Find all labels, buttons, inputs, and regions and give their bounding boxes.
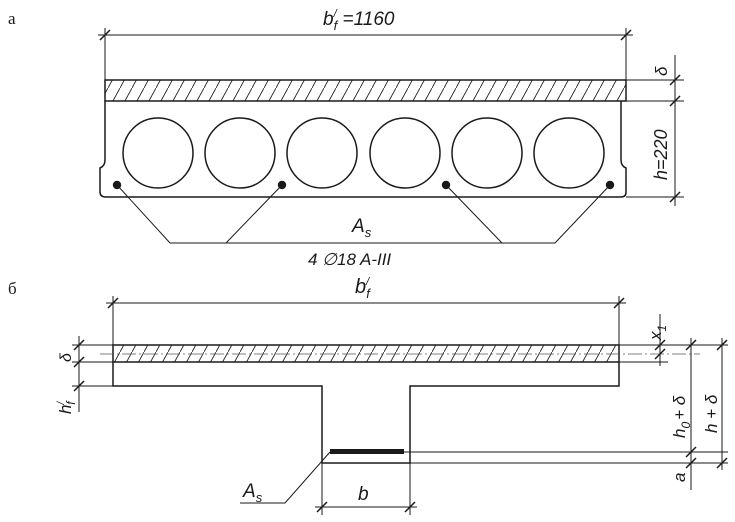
svg-text:x1: x1 <box>646 325 669 341</box>
panel-a-rebars <box>112 180 615 190</box>
panel-a-delta-label: δ <box>652 66 671 76</box>
panel-b-right-dimensions: x1 h0+ δ h + δ a <box>404 314 728 490</box>
panel-b-width-dimension: b/f <box>106 276 626 345</box>
panel-a-topping-layer <box>104 79 627 102</box>
panel-a-leader-lines <box>116 184 611 244</box>
svg-text:a: a <box>670 473 689 482</box>
panel-a-width-dimension: b/f =1160 <box>98 8 633 80</box>
panel-a-voids <box>122 117 605 189</box>
svg-text:h0+ δ: h0+ δ <box>670 395 693 438</box>
panel-a-right-dimensions: δ h=220 <box>626 55 684 206</box>
svg-text:h/f: h/f <box>56 400 78 414</box>
panel-a-label: а <box>8 9 16 28</box>
panel-a-height-label: h=220 <box>651 129 671 180</box>
svg-text:b/f =1160: b/f =1160 <box>323 8 395 33</box>
panel-b-rebar <box>330 449 404 454</box>
panel-a-slab-outline <box>99 101 627 198</box>
void-circle <box>533 117 605 189</box>
void-circle <box>204 117 276 189</box>
panel-b-web-dimension: b <box>315 463 417 515</box>
svg-text:b: b <box>358 484 369 505</box>
panel-b-topping-layer <box>112 344 620 363</box>
void-circle <box>122 117 194 189</box>
panel-b-as-label: As <box>242 481 263 505</box>
void-circle <box>286 117 358 189</box>
void-circle <box>451 117 523 189</box>
panel-b-left-dimensions: δ h/f <box>56 336 113 414</box>
svg-text:b/f: b/f <box>355 276 371 301</box>
panel-a-rebar-spec: 4 ∅18 A-III <box>308 250 391 269</box>
svg-text:h + δ: h + δ <box>702 394 721 433</box>
panel-b-as-leader <box>240 451 331 504</box>
svg-text:δ: δ <box>58 352 75 362</box>
panel-a-as-label: As <box>351 216 372 240</box>
panel-b-tee-outline <box>112 362 620 464</box>
void-circle <box>369 117 441 189</box>
panel-b-label: б <box>8 279 17 298</box>
